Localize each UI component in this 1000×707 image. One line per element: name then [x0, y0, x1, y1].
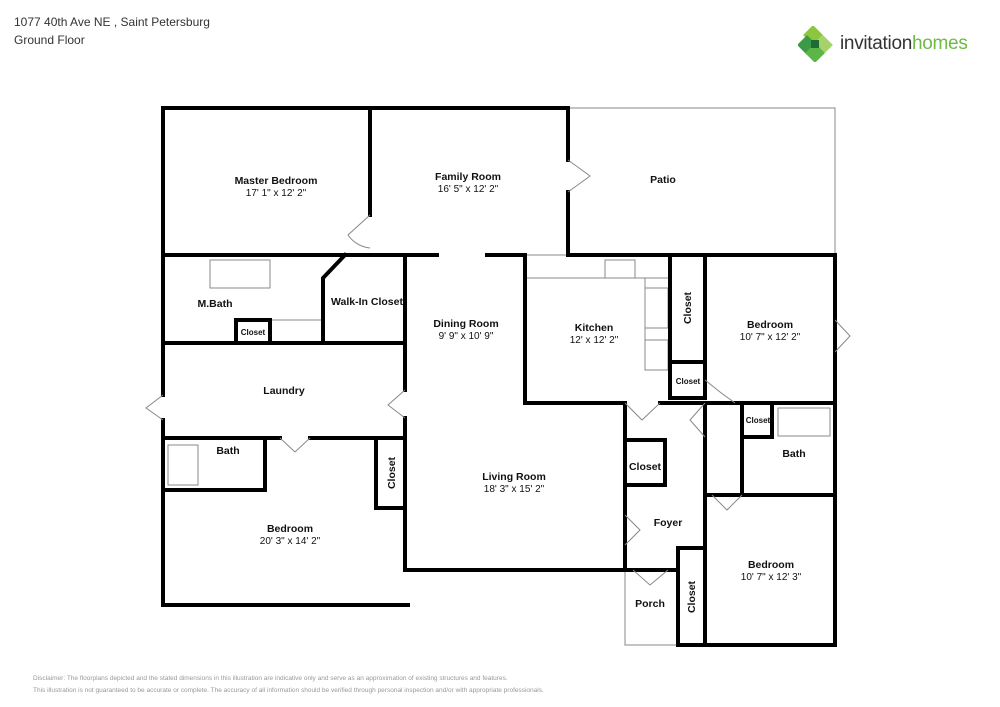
room-name: Bath	[216, 445, 239, 457]
room-name: Closet	[386, 456, 398, 489]
room-name: Closet	[241, 328, 266, 337]
room-name: Bedroom	[747, 319, 793, 331]
room-name: Patio	[650, 174, 676, 186]
room-name: Master Bedroom	[235, 175, 318, 187]
room-name: Dining Room	[433, 318, 498, 330]
room-name: Foyer	[654, 517, 683, 529]
room-name: Family Room	[435, 171, 501, 183]
brand-logo: invitationhomes	[798, 26, 968, 62]
disclaimer-line-1: Disclaimer: The floorplans depicted and …	[33, 675, 508, 682]
room-dims: 10' 7" x 12' 3"	[741, 572, 802, 583]
room-name: Porch	[635, 598, 665, 610]
brand-name-2: homes	[912, 33, 968, 54]
room-dims: 9' 9" x 10' 9"	[439, 331, 494, 342]
doors	[145, 159, 851, 586]
disclaimer-line-2: This illustration is not guaranteed to b…	[33, 687, 544, 694]
floor-label: Ground Floor	[14, 33, 85, 47]
brand-name-1: invitation	[840, 33, 912, 54]
room-name: Laundry	[263, 385, 305, 397]
room-name: Closet	[686, 580, 698, 613]
room-dims: 20' 3" x 14' 2"	[260, 536, 321, 547]
address: 1077 40th Ave NE , Saint Petersburg	[14, 15, 210, 29]
room-name: Walk-In Closet	[331, 296, 403, 308]
room-name: Bath	[782, 448, 805, 460]
logo-mark-icon	[798, 26, 833, 62]
room-name: Bedroom	[748, 559, 794, 571]
room-name: Closet	[629, 461, 662, 473]
room-name: M.Bath	[198, 298, 233, 310]
room-name: Closet	[676, 377, 701, 386]
room-name: Bedroom	[267, 523, 313, 535]
room-dims: 18' 3" x 15' 2"	[484, 484, 545, 495]
room-dims: 12' x 12' 2"	[570, 335, 619, 346]
room-name: Living Room	[482, 471, 546, 483]
room-dims: 16' 5" x 12' 2"	[438, 184, 499, 195]
room-dims: 17' 1" x 12' 2"	[246, 188, 307, 199]
walls	[161, 106, 837, 647]
room-name: Closet	[746, 416, 771, 425]
room-name: Closet	[682, 291, 694, 324]
room-dims: 10' 7" x 12' 2"	[740, 332, 801, 343]
room-name: Kitchen	[575, 322, 614, 334]
